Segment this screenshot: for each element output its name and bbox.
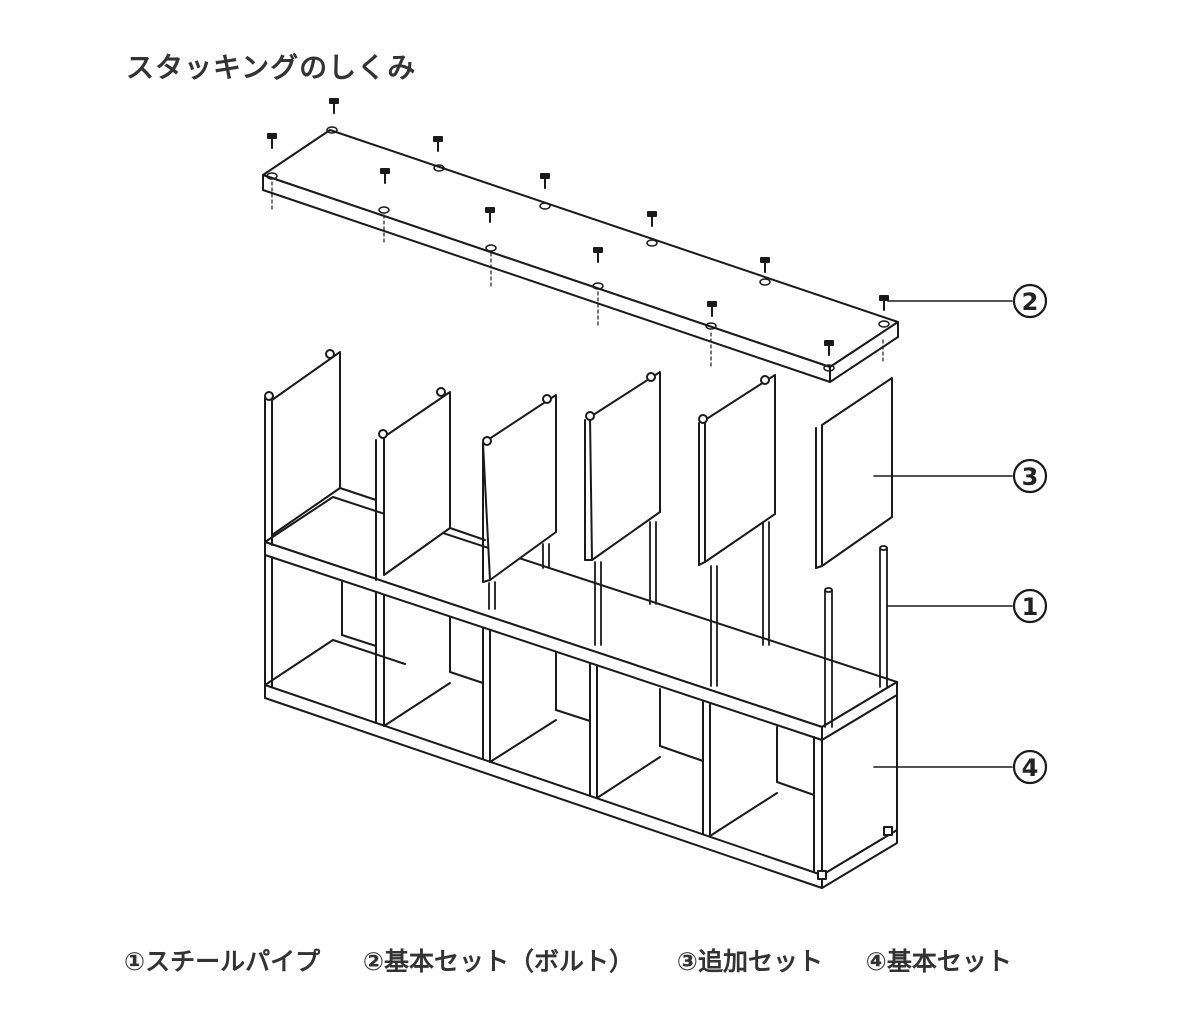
bolts xyxy=(267,98,889,369)
upper-tier-panels xyxy=(264,349,486,581)
legend-item-additional-set: ③追加セット xyxy=(676,947,823,976)
legend-item-basic-set-bolt: ②基本セット（ボルト） xyxy=(362,947,635,976)
callout-3: 3 xyxy=(1022,463,1039,491)
lower-shelf-unit xyxy=(264,496,898,889)
legend-item-basic-set: ④基本セット xyxy=(865,947,1012,976)
parts-legend: ①スチールパイプ ②基本セット（ボルト） ③追加セット ④基本セット xyxy=(124,942,1012,978)
legend-item-steel-pipe: ①スチールパイプ xyxy=(124,947,321,976)
callout-4: 4 xyxy=(1022,754,1039,782)
additional-panels xyxy=(482,371,893,583)
callout-circles xyxy=(1012,283,1048,785)
leader-lines xyxy=(873,300,1013,768)
top-board xyxy=(262,126,899,383)
callout-1: 1 xyxy=(1022,593,1039,621)
steel-pipes xyxy=(488,521,888,728)
diagram-title: スタッキングのしくみ xyxy=(126,51,417,84)
callout-2: 2 xyxy=(1022,288,1039,316)
